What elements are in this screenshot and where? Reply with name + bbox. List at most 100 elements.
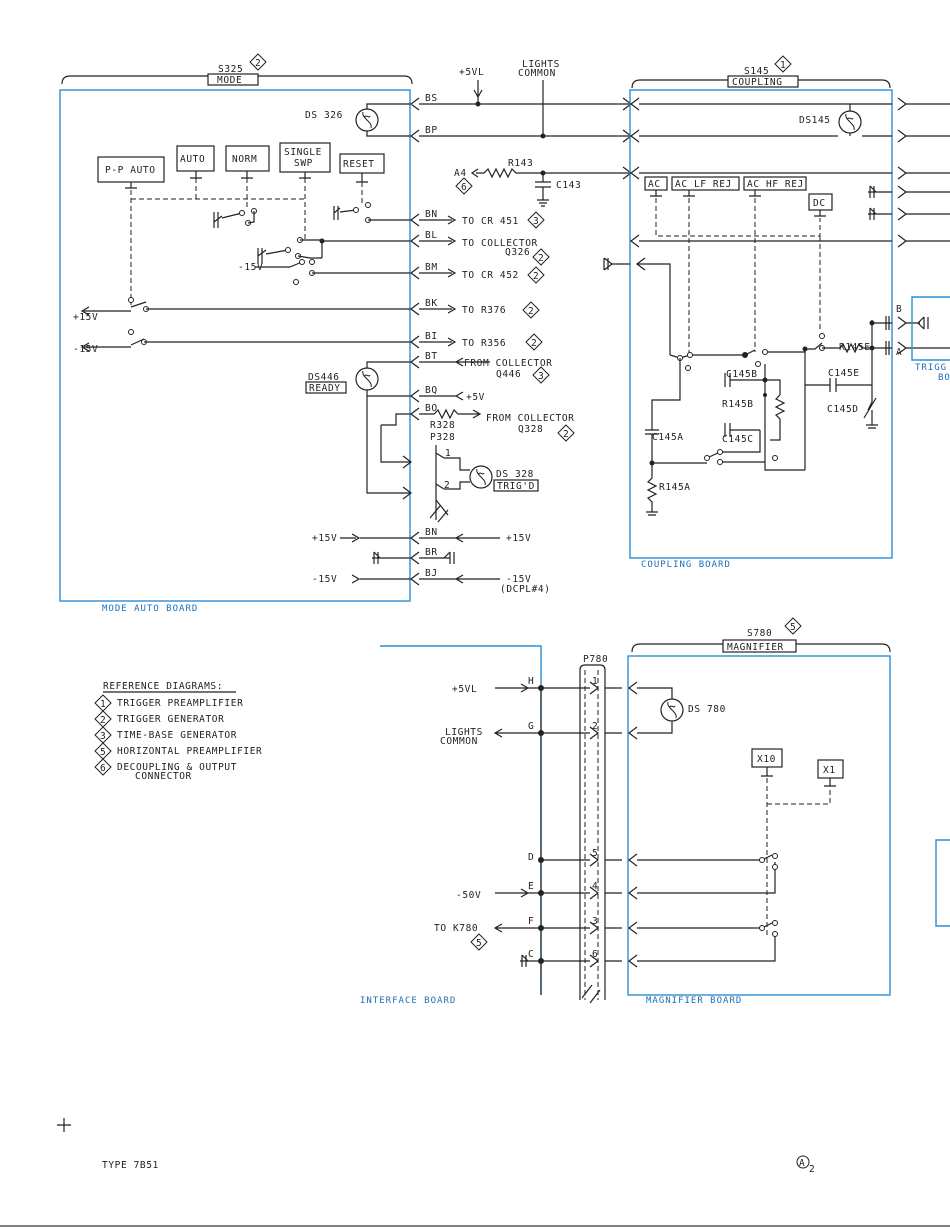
svg-text:4: 4 — [592, 881, 598, 892]
bl-label: BL — [425, 230, 438, 241]
svg-text:2: 2 — [563, 429, 569, 440]
m50-label: -50V — [456, 890, 481, 901]
ds328-label: DS 328 — [496, 469, 534, 480]
p328-label: P328 — [430, 432, 455, 443]
mode-connector-arrows — [402, 97, 420, 586]
common-iface-label: COMMON — [440, 736, 478, 747]
c143-label: C143 — [556, 180, 581, 191]
p5vl-label: +5VL — [459, 67, 484, 78]
reference-title: REFERENCE DIAGRAMS: — [103, 681, 223, 692]
svg-text:6: 6 — [461, 182, 467, 193]
c145a-label: C145A — [652, 432, 684, 443]
trig-partial-label: TRIGG — [915, 363, 947, 373]
c145e-label: C145E — [828, 368, 860, 379]
d-label: D — [528, 852, 534, 863]
ds326-label: DS 326 — [305, 110, 343, 121]
revision-mark — [796, 1155, 810, 1169]
p780-label: P780 — [583, 654, 608, 665]
to-r376-label: TO R376 — [462, 305, 506, 316]
bn2-label: BN — [425, 527, 438, 538]
bt-label: BT — [425, 351, 438, 362]
mode-auto-board-outline — [59, 89, 411, 602]
svg-text:2: 2 — [528, 306, 534, 317]
bm-label: BM — [425, 262, 438, 273]
ref-item-5: HORIZONTAL PREAMPLIFIER — [117, 746, 262, 757]
m15-right-label: -15V — [506, 574, 531, 585]
ref-item-6: DECOUPLING & OUTPUT — [117, 762, 237, 773]
coupling-board-outline — [629, 89, 893, 559]
to-collector-label: TO COLLECTOR — [462, 238, 538, 249]
bo-partial-label: BO — [938, 373, 950, 383]
svg-text:2: 2 — [538, 253, 544, 264]
svg-text:5: 5 — [476, 938, 482, 949]
to-cr451-label: TO CR 451 — [462, 216, 519, 227]
swp-label: SWP — [294, 158, 313, 169]
pp-auto-button[interactable] — [97, 156, 165, 183]
footer: TYPE 7B51 A 2 — [57, 1118, 815, 1175]
r328-label: R328 — [430, 420, 455, 431]
mode-switch-contacts: -15V +15V -15V — [73, 202, 410, 355]
to-r356-label: TO R356 — [462, 338, 506, 349]
c-label: C — [528, 949, 534, 960]
p5v-label: +5V — [466, 392, 485, 403]
ac-hf-rej-label: AC HF REJ — [747, 179, 804, 190]
bs-label: BS — [425, 93, 438, 104]
ac-hf-rej-button[interactable] — [743, 176, 807, 191]
bq-label: BQ — [425, 385, 438, 396]
ds446-label: DS446 — [308, 372, 340, 383]
magnifier-board-label: MAGNIFIER BOARD — [646, 996, 742, 1006]
from-collector-2-label: FROM COLLECTOR — [486, 413, 574, 424]
q328-label: Q328 — [518, 424, 543, 435]
e-label: E — [528, 881, 534, 892]
f-label: F — [528, 916, 534, 927]
p328-pin1: 1 — [445, 448, 451, 459]
c145b-label: C145B — [726, 369, 758, 380]
c145d-label: C145D — [827, 404, 859, 415]
a4-label: A4 — [454, 168, 467, 179]
svg-text:2: 2 — [809, 1164, 815, 1175]
r145b-label: R145B — [722, 399, 754, 410]
ds145-label: DS145 — [799, 115, 831, 126]
svg-text:1: 1 — [780, 60, 786, 71]
ref-item-2: TRIGGER GENERATOR — [117, 714, 224, 725]
reset-label: RESET — [343, 159, 375, 170]
partial-board-outline — [935, 839, 950, 927]
coupling-board-label: COUPLING BOARD — [641, 560, 731, 570]
mode-auto-board-label: MODE AUTO BOARD — [102, 604, 198, 614]
magnifier-board-outline — [627, 655, 891, 996]
lights-iface-label: LIGHTS — [445, 727, 483, 738]
norm-button[interactable] — [225, 145, 270, 172]
coupling-wiring: DS145 AC AC LF REJ AC HF REJ DC R145E B … — [603, 97, 950, 516]
p5vl-iface-label: +5VL — [452, 684, 477, 695]
p328-pin2: 2 — [444, 480, 450, 491]
from-collector-1-label: FROM COLLECTOR — [464, 358, 552, 369]
interconnect-wiring: +5VL LIGHTS COMMON BS BP A4 6 R143 C143 … — [312, 59, 632, 595]
reference-diagrams-legend: REFERENCE DIAGRAMS: 1 TRIGGER PREAMPLIFI… — [94, 681, 262, 782]
c145c-label: C145C — [722, 434, 754, 445]
magnifier-wiring: DS 780 X10 X1 — [637, 687, 844, 962]
svg-text:3: 3 — [592, 916, 598, 927]
r145a-label: R145A — [659, 482, 691, 493]
bp-label: BP — [425, 125, 438, 136]
to-cr452-label: TO CR 452 — [462, 270, 519, 281]
auto-button[interactable] — [176, 145, 215, 172]
ac-lf-rej-button[interactable] — [671, 176, 740, 191]
to-k780-label: TO K780 — [434, 923, 478, 934]
r143-label: R143 — [508, 158, 533, 169]
interface-board-outline — [380, 645, 542, 995]
svg-text:3: 3 — [538, 371, 544, 382]
svg-text:5: 5 — [592, 848, 598, 859]
m15-left-label: -15V — [312, 574, 337, 585]
svg-text:5: 5 — [790, 622, 796, 633]
pp-auto-label: P-P AUTO — [105, 165, 156, 176]
mode-plus15-label: +15V — [73, 312, 98, 323]
ref-item-3: TIME-BASE GENERATOR — [117, 730, 237, 741]
a-label: A — [896, 347, 902, 358]
svg-text:1: 1 — [592, 676, 598, 687]
svg-text:2: 2 — [100, 715, 106, 726]
ds326-lamp: DS 326 — [305, 103, 410, 137]
interface-wiring: P780 +5VL H LIGHTS COMMON G D -50V E TO … — [434, 654, 638, 1004]
mode-label: MODE — [217, 75, 242, 86]
ds446-lamp: DS446 READY — [305, 361, 410, 494]
